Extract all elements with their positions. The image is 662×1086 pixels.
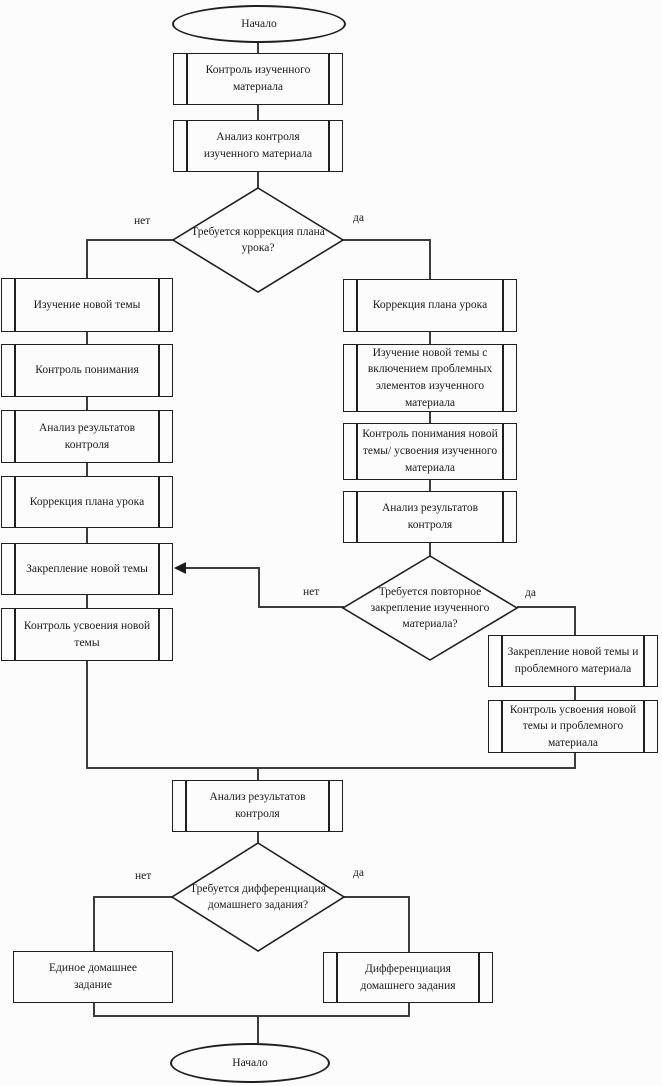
process-single-homework: Единое домашнее задание — [13, 951, 173, 1003]
connector — [343, 239, 430, 241]
connector — [257, 172, 259, 188]
decision-plan-correction-shape — [171, 187, 345, 293]
connector — [257, 105, 259, 120]
process-consolidation-problem-material: Закрепление новой темы и проблемного мат… — [488, 635, 658, 687]
connector — [86, 239, 173, 241]
connector — [429, 332, 431, 344]
connector — [86, 239, 88, 278]
process-control-studied-material: Контроль изученного материала — [173, 53, 343, 105]
connector — [93, 1015, 410, 1017]
connector — [408, 896, 410, 952]
arrowhead — [174, 562, 186, 574]
process-results-analysis-merge: Анализ результатов контроля — [172, 780, 343, 832]
process-results-analysis-left: Анализ результатов контроля — [1, 410, 173, 463]
connector — [257, 43, 259, 53]
connector — [258, 567, 260, 608]
decision-plan-correction-question: Требуется коррекция плана урока? — [191, 225, 325, 254]
process-understanding-control: Контроль понимания — [1, 344, 173, 397]
connector — [93, 896, 172, 898]
connector — [86, 528, 88, 543]
connector — [86, 767, 576, 769]
process-plan-correction-left: Коррекция плана урока — [1, 476, 173, 528]
connector — [429, 543, 431, 556]
process-differentiated-homework: Дифференциация домашнего задания — [323, 952, 493, 1003]
decision-homework-differentiation-shape — [170, 842, 346, 952]
label-no-plan-correction: нет — [134, 215, 151, 227]
connector — [408, 1003, 410, 1017]
process-plan-correction-right: Коррекция плана урока — [343, 279, 517, 332]
connector — [344, 896, 410, 898]
connector — [574, 753, 576, 769]
connector — [86, 661, 88, 769]
connector — [429, 412, 431, 423]
label-no-repeat-consolidation: нет — [303, 586, 320, 598]
process-new-topic-control: Контроль усвоения новой темы — [1, 608, 173, 661]
label-yes-plan-correction: да — [353, 212, 364, 224]
connector — [258, 606, 344, 608]
connector — [574, 687, 576, 700]
decision-repeat-consolidation-shape — [341, 555, 519, 661]
process-understanding-assimilation-control: Контроль понимания новой темы/ усвоения … — [343, 423, 517, 480]
connector — [86, 332, 88, 344]
process-new-topic-problem-study: Изучение новой темы с включением проблем… — [343, 344, 517, 412]
connector — [429, 239, 431, 279]
connector — [93, 1003, 95, 1017]
process-results-analysis-right: Анализ результатов контроля — [343, 491, 517, 543]
connector — [93, 896, 95, 951]
process-analysis-control-studied: Анализ контроля изученного материала — [173, 120, 343, 172]
connector — [86, 463, 88, 476]
label-yes-repeat-consolidation: да — [525, 587, 536, 599]
connector — [517, 606, 576, 608]
connector — [257, 767, 259, 780]
connector — [257, 832, 259, 843]
connector — [184, 567, 259, 569]
process-new-topic-consolidation: Закрепление новой темы — [1, 543, 173, 595]
connector — [86, 397, 88, 410]
label-no-homework-differentiation: нет — [135, 870, 152, 882]
connector — [574, 606, 576, 635]
terminator-start: Начало — [172, 5, 346, 43]
connector — [257, 1015, 259, 1043]
decision-repeat-consolidation-question: Требуется повторное закрепление изученно… — [370, 585, 490, 631]
terminator-end: Начало — [170, 1043, 330, 1083]
connector — [429, 480, 431, 491]
process-control-problem-material: Контроль усвоения новой темы и проблемно… — [488, 700, 658, 753]
connector — [86, 595, 88, 608]
decision-homework-differentiation-question: Требуется дифференциация домашнего задан… — [190, 882, 326, 911]
process-new-topic-study: Изучение новой темы — [1, 278, 173, 332]
label-yes-homework-differentiation: да — [353, 867, 364, 879]
